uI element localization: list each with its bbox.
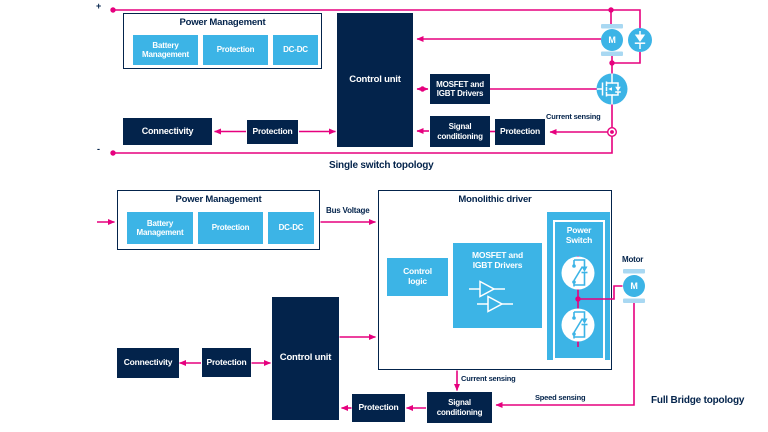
full-bridge-topology-caption: Full Bridge topology xyxy=(651,395,745,406)
current-sensing-label-bottom: Current sensing xyxy=(461,374,516,383)
battery-management-block-top: Battery Management xyxy=(133,35,198,65)
control-unit-bottom: Control unit xyxy=(272,297,339,420)
motor-label: Motor xyxy=(622,255,644,264)
motor-icon-top: M xyxy=(601,24,623,56)
power-switch-label: Power Switch xyxy=(565,225,593,245)
motor-letter-bottom: M xyxy=(630,281,637,291)
mosfet-igbt-drivers-block-bottom: MOSFET and IGBT Drivers xyxy=(453,243,542,328)
dcdc-block-top: DC-DC xyxy=(273,35,318,65)
signal-conditioning-bottom: Signal conditioning xyxy=(427,392,492,423)
battery-management-block-bottom: Battery Management xyxy=(127,212,193,244)
protection-mid-bottom: Protection xyxy=(352,394,405,422)
control-logic-label: Control logic xyxy=(403,266,432,286)
mosfet-igbt-drivers-label-bottom: MOSFET and IGBT Drivers xyxy=(472,250,523,270)
power-management-group-bottom: Power Management Battery Management Prot… xyxy=(117,190,320,250)
single-switch-topology-caption: Single switch topology xyxy=(329,160,434,171)
plus-terminal-label: + xyxy=(96,1,102,11)
connectivity-bottom: Connectivity xyxy=(117,348,179,378)
mosfet-igbt-drivers-top: MOSFET and IGBT Drivers xyxy=(430,74,490,104)
protection-right-top: Protection xyxy=(495,119,545,145)
control-unit-top: Control unit xyxy=(337,13,413,147)
protection-block-bottom-pm: Protection xyxy=(198,212,263,244)
minus-terminal-label: - xyxy=(97,144,100,154)
control-logic-block: Control logic xyxy=(387,258,448,296)
monolithic-driver-group: Monolithic driver Control logic MOSFET a… xyxy=(378,190,612,370)
protection-left-bottom: Protection xyxy=(202,348,251,377)
power-management-title-bottom: Power Management xyxy=(175,194,262,205)
power-management-group-top: Power Management Battery Management Prot… xyxy=(123,13,322,69)
motor-icon-bottom: M xyxy=(623,269,645,303)
protection-left-top: Protection xyxy=(247,120,298,144)
diode-icon xyxy=(628,28,652,52)
connectivity-top: Connectivity xyxy=(123,118,212,145)
protection-block-top-pm: Protection xyxy=(203,35,268,65)
motor-letter-top: M xyxy=(608,35,615,45)
power-management-title-top: Power Management xyxy=(179,17,266,28)
mosfet-icon xyxy=(596,73,628,105)
bus-voltage-label: Bus Voltage xyxy=(326,206,370,215)
dcdc-block-bottom: DC-DC xyxy=(268,212,314,244)
monolithic-driver-title: Monolithic driver xyxy=(458,194,532,205)
speed-sensing-label: Speed sensing xyxy=(535,393,586,402)
current-sense-node xyxy=(607,126,618,137)
current-sensing-label-top: Current sensing xyxy=(546,112,601,121)
signal-conditioning-top: Signal conditioning xyxy=(430,116,490,147)
power-switch-block: Power Switch xyxy=(553,220,605,360)
